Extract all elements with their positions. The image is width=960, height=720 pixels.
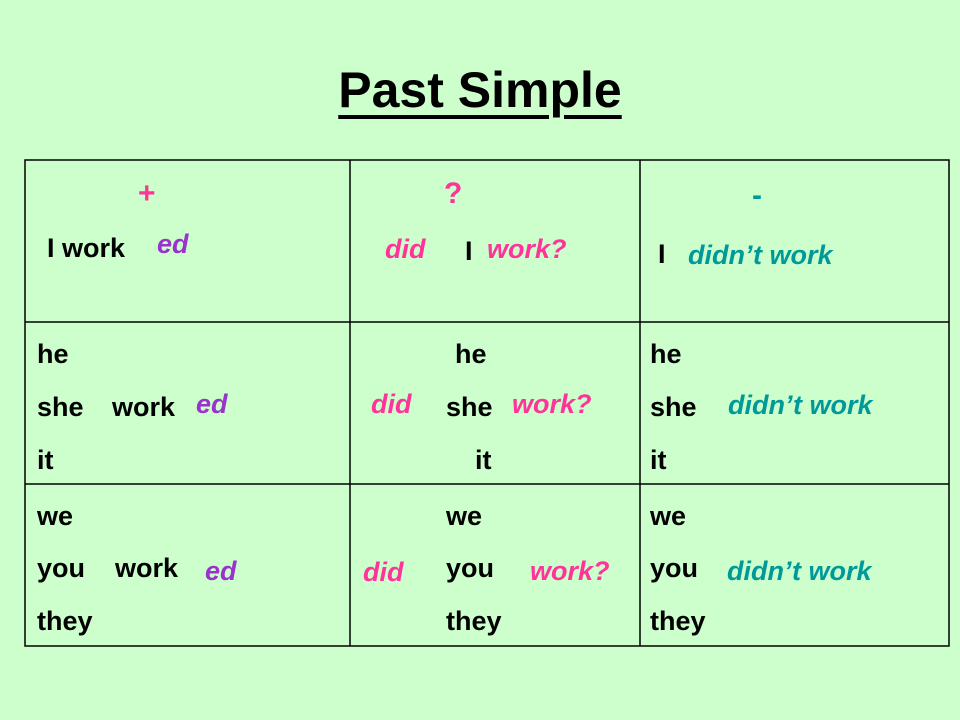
negative-pronoun-you: you [650, 553, 699, 583]
question-verb: work? [487, 234, 567, 264]
negative-pronoun-it: it [650, 445, 667, 475]
negative-verb: didn’t work [688, 240, 833, 270]
positive-ending: ed [205, 556, 237, 586]
positive-stem: I work [47, 233, 126, 263]
pronoun-it: it [37, 445, 54, 475]
question-subject: I [465, 236, 473, 266]
negative-pronoun-we: we [650, 501, 687, 531]
question-pronoun-they: they [446, 606, 502, 636]
negative-pronoun-she: she [650, 392, 697, 422]
question-pronoun-you: you [446, 553, 495, 583]
positive-ending: ed [196, 389, 228, 419]
pronoun-she: she [37, 392, 84, 422]
pronoun-he: he [37, 339, 69, 369]
question-pronoun-she: she [446, 392, 493, 422]
negative-verb: didn’t work [727, 556, 872, 586]
positive-header: + [138, 177, 156, 210]
question-pronoun-he: he [455, 339, 487, 369]
page-title: Past Simple [338, 62, 622, 118]
question-did: did [385, 234, 426, 264]
pronoun-they: they [37, 606, 93, 636]
question-verb: work? [512, 389, 592, 419]
pronoun-we: we [37, 501, 74, 531]
positive-work: work [115, 553, 179, 583]
question-did: did [363, 557, 404, 587]
question-pronoun-it: it [475, 445, 492, 475]
negative-pronoun-they: they [650, 606, 706, 636]
negative-pronoun-he: he [650, 339, 682, 369]
question-did: did [371, 389, 412, 419]
positive-ending: ed [157, 229, 189, 259]
question-verb: work? [530, 556, 610, 586]
negative-header: - [752, 179, 762, 212]
pronoun-you: you [37, 553, 86, 583]
positive-work: work [112, 392, 176, 422]
question-header: ? [444, 177, 463, 210]
question-pronoun-we: we [446, 501, 483, 531]
negative-verb: didn’t work [728, 390, 873, 420]
negative-subject: I [658, 239, 666, 269]
